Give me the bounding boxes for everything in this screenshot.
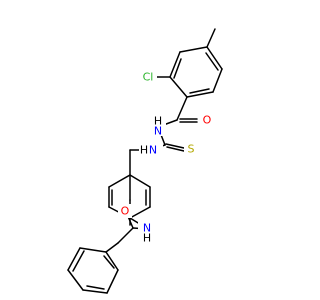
thiourea-h-label: H — [140, 144, 148, 157]
molecule-structure: Cl O H N S H N N H O — [67, 28, 223, 294]
amide-nh-atom: H N — [148, 115, 166, 138]
bonds — [67, 28, 223, 294]
chlorine-label: Cl — [143, 71, 154, 84]
anilide-nh-atom: N H — [138, 221, 156, 245]
amide-n-label: N — [154, 125, 162, 138]
benzoyl-oxygen-atom: O — [200, 113, 214, 127]
benzoyl-oxygen-label: O — [203, 114, 212, 127]
acetyl-oxygen-label: O — [121, 205, 130, 218]
chlorine-atom: Cl — [138, 70, 157, 84]
amide-h-label: H — [154, 115, 162, 128]
acetyl-oxygen-atom: O — [118, 204, 132, 218]
thiourea-nh-atom: H N — [139, 143, 163, 157]
anilide-h-label: H — [143, 232, 151, 245]
thio-sulfur-label: S — [188, 143, 195, 156]
atom-labels: Cl O H N S H N N H O — [118, 70, 214, 245]
thio-sulfur-atom: S — [184, 142, 198, 156]
thiourea-n-label: N — [149, 144, 157, 157]
anilide-n-label: N — [143, 222, 151, 235]
